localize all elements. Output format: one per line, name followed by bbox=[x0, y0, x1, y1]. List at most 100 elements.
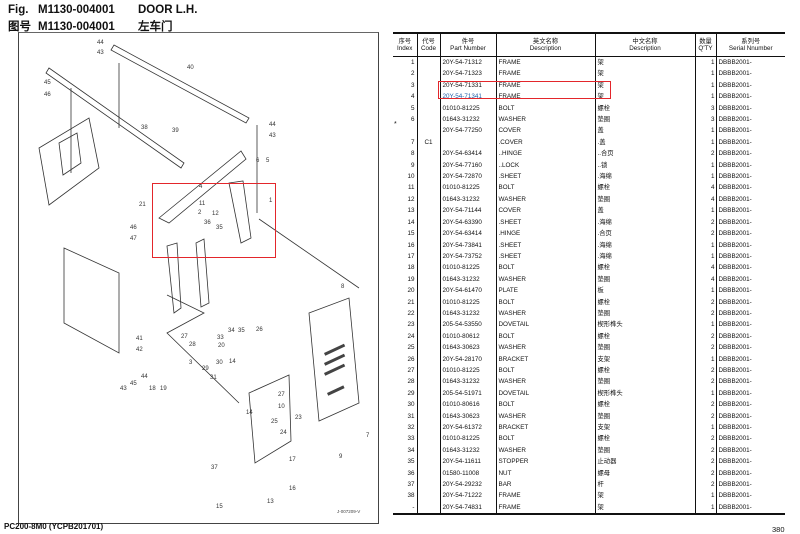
cell-description-en: FRAME bbox=[495, 56, 595, 69]
cell-index: 31 bbox=[407, 412, 415, 420]
cell-description-cn: 垫圈 bbox=[594, 273, 695, 286]
cell-index: 23 bbox=[407, 321, 415, 329]
cell-quantity: 3 bbox=[694, 114, 716, 126]
cell-index: 22 bbox=[407, 309, 415, 317]
cell-description-cn: 架 bbox=[594, 490, 695, 502]
column-header-cn: 代号 bbox=[422, 37, 435, 45]
cell-description-en: FRAME bbox=[495, 68, 595, 80]
callout-label: 45 bbox=[130, 381, 137, 387]
fig-number-cn: M1130-004001 bbox=[38, 21, 115, 33]
cell-serial-number: DBBB2001- bbox=[715, 296, 785, 308]
cell-serial-number: DBBB2001- bbox=[715, 79, 785, 92]
cell-serial-number: DBBB2001- bbox=[715, 102, 785, 115]
cell-quantity: 1 bbox=[694, 205, 716, 217]
cell-description-en: WASHER bbox=[495, 376, 595, 388]
cell-description-cn: 杆 bbox=[594, 479, 695, 491]
callout-label: 2 bbox=[198, 210, 202, 216]
callout-label: 31 bbox=[210, 375, 217, 381]
cell-quantity: 1 bbox=[694, 250, 716, 263]
column-header-cn: 件号 bbox=[461, 37, 475, 45]
cell-code bbox=[416, 91, 440, 103]
cell-code bbox=[416, 148, 440, 160]
callout-label: 25 bbox=[271, 419, 278, 425]
cell-code bbox=[416, 296, 440, 308]
cell-serial-number: DBBB2001- bbox=[715, 456, 785, 468]
cell-part-number: 20Y-54-63414 bbox=[439, 148, 496, 160]
cell-description-cn: 架 bbox=[594, 501, 695, 516]
cell-description-cn: .合页 bbox=[594, 228, 695, 240]
cell-description-cn: 螺栓 bbox=[594, 102, 695, 115]
cell-serial-number: DBBB2001- bbox=[715, 319, 785, 331]
cell-code bbox=[416, 433, 440, 445]
cell-part-number: 20Y-54-71331 bbox=[439, 79, 496, 92]
cell-serial-number: DBBB2001- bbox=[715, 193, 785, 206]
cell-part-number: 01010-80612 bbox=[439, 330, 496, 343]
cell-index: 26 bbox=[407, 355, 415, 363]
cell-description-cn: 螺栓 bbox=[594, 399, 695, 411]
cell-code bbox=[416, 376, 440, 388]
cell-index: - bbox=[393, 501, 417, 516]
cell-description-cn: 止动器 bbox=[594, 456, 695, 468]
cell-description-en: .SHEET bbox=[495, 239, 595, 251]
cell-part-number: 01580-11008 bbox=[439, 467, 496, 480]
cell-serial-number: DBBB2001- bbox=[715, 205, 785, 217]
cell-serial-number: DBBB2001- bbox=[715, 422, 785, 434]
cell-index: 21 bbox=[407, 298, 415, 306]
cell-serial-number: DBBB2001- bbox=[715, 114, 785, 126]
cell-description-en: WASHER bbox=[495, 114, 595, 126]
cell-code bbox=[416, 353, 440, 365]
cell-description-cn: .海绵 bbox=[594, 239, 695, 251]
cell-serial-number: DBBB2001- bbox=[715, 364, 785, 377]
cell-part-number: 01010-80616 bbox=[439, 399, 496, 411]
cell-quantity: 1 bbox=[694, 91, 716, 103]
cell-serial-number: DBBB2001- bbox=[715, 399, 785, 411]
footer-model: PC200-8M0 (YCPB201701) bbox=[4, 522, 104, 531]
